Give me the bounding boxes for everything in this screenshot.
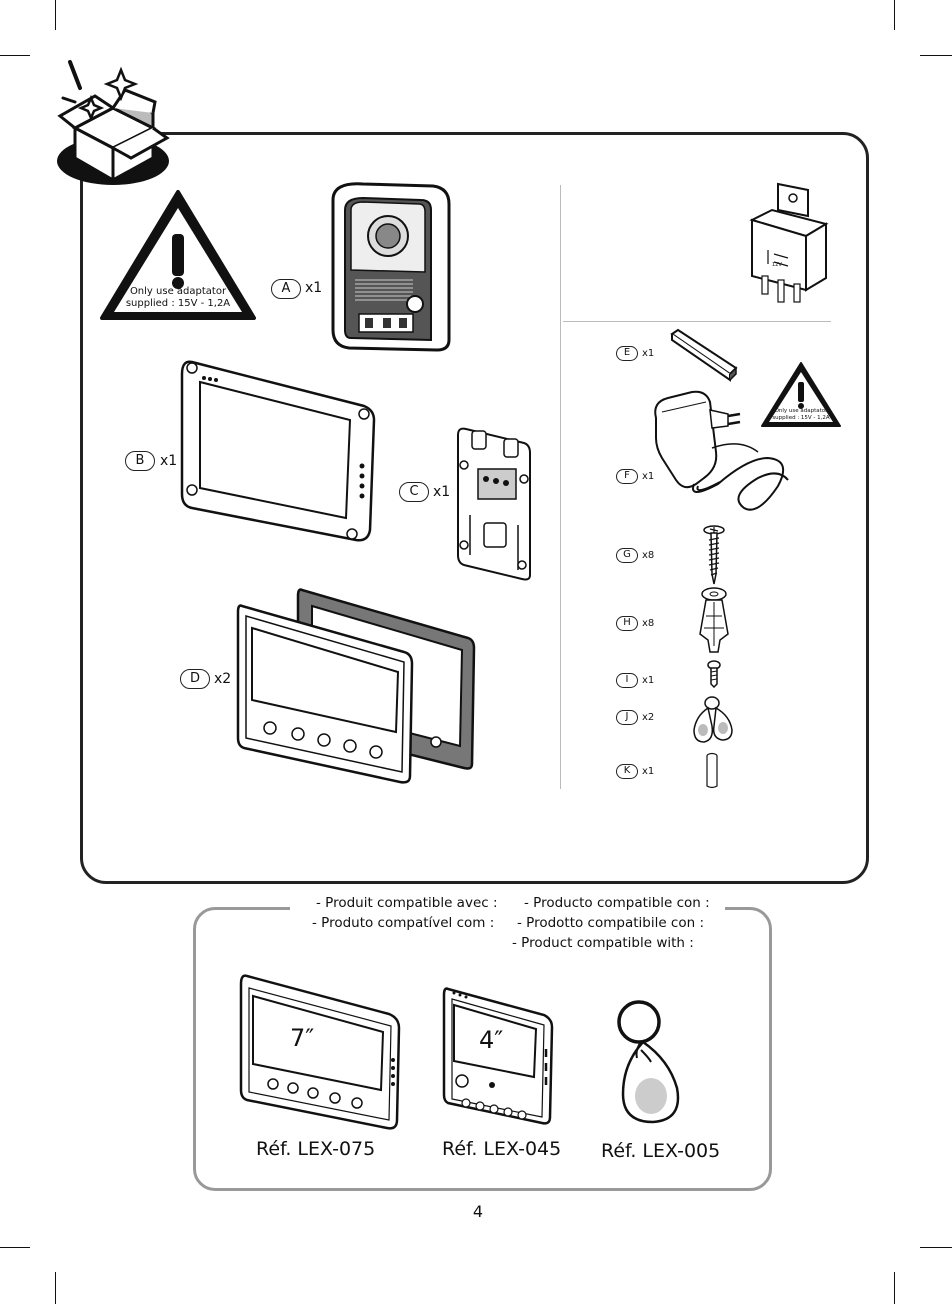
crop-mark [55, 0, 56, 30]
crop-mark [0, 55, 30, 56]
package-contents-panel [80, 132, 869, 884]
warning-text-line2: supplied : 15V - 1,2A [125, 298, 231, 309]
panel-gap [290, 903, 320, 913]
key-fob-illustration [617, 1000, 680, 1124]
part-label-b: B [125, 451, 155, 471]
crop-mark [894, 0, 895, 30]
warning-sign: Only use adaptator supplied : 15V - 1,2A [98, 188, 258, 322]
product-ref-lex075: Réf. LEX-075 [256, 1138, 376, 1160]
warning-triangle-icon [100, 190, 256, 320]
part-label-f: F [616, 469, 638, 484]
part-qty-g: x8 [642, 550, 655, 561]
product-size-7: 7″ [290, 1024, 315, 1052]
part-qty-b: x1 [160, 453, 178, 469]
product-ref-lex045: Réf. LEX-045 [442, 1138, 562, 1160]
warning-sign-small: Only use adaptator supplied : 15V - 1,2A [760, 360, 842, 428]
crop-mark [920, 55, 952, 56]
part-label-h: H [616, 616, 638, 631]
part-qty-f: x1 [642, 471, 655, 482]
panel-gap [490, 903, 520, 913]
crop-mark [894, 1272, 895, 1304]
power-adaptor-illustration [654, 390, 789, 511]
pin-illustration [706, 752, 718, 789]
crop-mark [920, 1247, 952, 1248]
wall-plug-illustration [699, 587, 729, 653]
monitor-4-inch-illustration [442, 987, 554, 1125]
warning-triangle-icon [761, 362, 841, 427]
relay-voltage-label: 12V [772, 262, 782, 268]
part-qty-i: x1 [642, 675, 655, 686]
part-qty-a: x1 [305, 280, 323, 296]
small-screw-illustration [707, 660, 721, 688]
part-qty-e: x1 [642, 348, 655, 359]
label-tab-illustration [670, 328, 738, 382]
wall-bracket-illustration [457, 427, 531, 581]
part-label-c: C [399, 482, 429, 502]
compat-text-it: - Prodotto compatibile con : [517, 915, 705, 931]
part-label-e: E [616, 346, 638, 361]
part-label-j: J [616, 710, 638, 725]
crop-mark [55, 1272, 56, 1304]
product-ref-lex005: Réf. LEX-005 [601, 1140, 721, 1162]
part-label-d: D [180, 669, 210, 689]
warning-text-line1: Only use adaptator [129, 286, 227, 297]
part-qty-h: x8 [642, 618, 655, 629]
door-station-illustration [331, 182, 451, 352]
faceplates-illustration [236, 588, 476, 784]
warning-small-text-line2: supplied : 15V - 1,2A [772, 415, 830, 421]
monitor-7-inch-illustration [239, 974, 401, 1130]
warning-small-text-line1: Only use adaptator [774, 408, 828, 414]
screw-illustration [703, 525, 725, 585]
part-label-a: A [271, 279, 301, 299]
part-qty-j: x2 [642, 712, 655, 723]
relay-illustration [749, 182, 829, 303]
part-label-g: G [616, 548, 638, 563]
row-divider [563, 321, 831, 322]
compat-text-pt: - Produto compatível com : [312, 915, 495, 931]
page-number: 4 [472, 1202, 484, 1221]
part-qty-k: x1 [642, 766, 655, 777]
compat-text-fr: - Produit compatible avec : [312, 895, 502, 911]
part-label-k: K [616, 764, 638, 779]
crop-mark [0, 1247, 30, 1248]
open-box-icon [57, 60, 170, 185]
compat-text-en: - Product compatible with : [512, 935, 694, 951]
product-size-4: 4″ [479, 1026, 504, 1054]
part-label-i: I [616, 673, 638, 688]
compat-text-es: - Producto compatible con : [520, 895, 714, 911]
part-qty-c: x1 [433, 484, 451, 500]
column-divider [560, 185, 561, 789]
part-qty-d: x2 [214, 671, 232, 687]
monitor-illustration [180, 360, 376, 542]
key-fob-pair-illustration [693, 696, 733, 743]
